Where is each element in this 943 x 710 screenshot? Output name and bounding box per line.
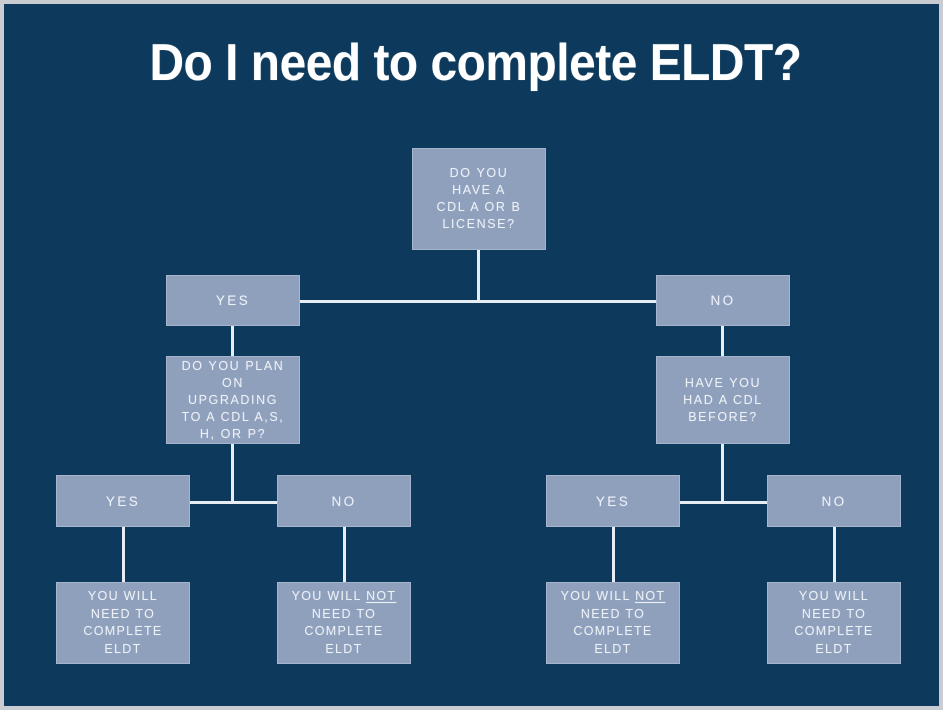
node-text: NO [821,493,847,509]
node-answer-left-yes[interactable]: YES [56,475,190,527]
connector-left-yes-stem [231,325,234,358]
connector-leaf-stem-4 [833,526,836,584]
node-answer-right-yes[interactable]: YES [546,475,680,527]
connector-right-question-stem [721,443,724,503]
connector-leaf-stem-2 [343,526,346,584]
node-text: NO [331,493,357,509]
connector-right-no-stem [721,325,724,358]
connector-level1-bar [232,300,724,303]
node-answer-right-no[interactable]: NO [767,475,901,527]
node-answer-level1-no[interactable]: NO [656,275,790,326]
connector-leaf-stem-3 [612,526,615,584]
node-text: YES [595,493,631,509]
connector-left-level3-bar [122,501,344,504]
connector-root-stem [477,249,480,302]
node-answer-level1-yes[interactable]: YES [166,275,300,326]
connector-left-question-stem [231,443,234,503]
connector-right-level3-bar [612,501,834,504]
emphasis-not: NOT [635,589,666,603]
page-title: Do I need to complete ELDT? [149,34,802,92]
node-text: YES [105,493,141,509]
connector-leaf-stem-1 [122,526,125,584]
node-text: YES [215,293,251,308]
node-answer-left-no[interactable]: NO [277,475,411,527]
emphasis-not: NOT [366,589,397,603]
node-text: NO [710,293,736,308]
